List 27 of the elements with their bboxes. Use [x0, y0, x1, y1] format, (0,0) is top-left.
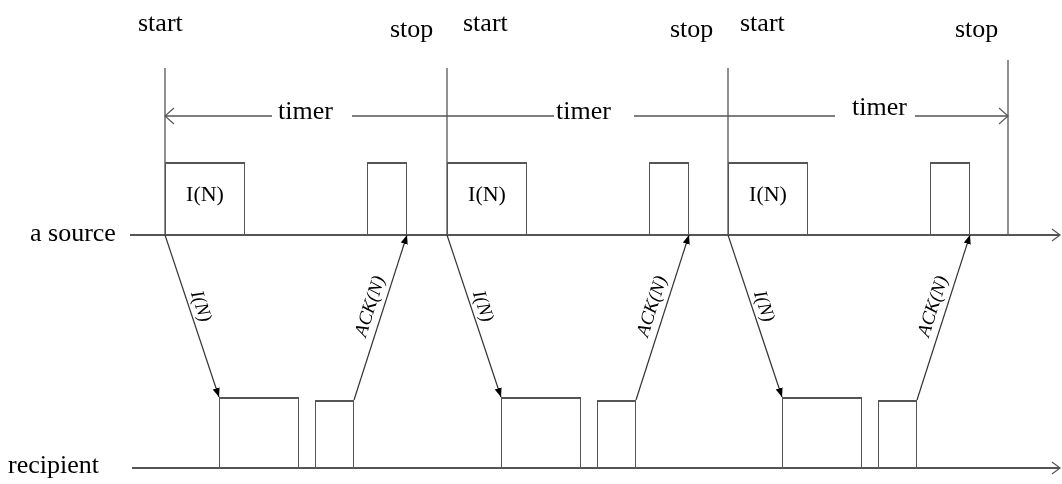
frame-box	[930, 162, 970, 235]
message-arrow	[727, 234, 783, 398]
message-arrow	[916, 234, 971, 401]
edge-label: ACK(N)	[912, 272, 951, 339]
message-arrow	[446, 234, 502, 398]
edge-label: I(N)	[751, 288, 779, 324]
frame-box	[447, 162, 527, 235]
frame-box	[597, 400, 636, 468]
frame-box	[219, 397, 299, 468]
frame-label: I(N)	[468, 182, 506, 205]
frame-box	[315, 400, 354, 468]
frame-box	[367, 162, 407, 235]
frame-box	[649, 162, 689, 235]
edge-label: ACK(N)	[631, 272, 670, 339]
frame-box	[728, 162, 808, 235]
frame-box	[165, 162, 245, 235]
message-arrow	[353, 234, 408, 401]
edge-label: I(N)	[188, 288, 216, 324]
frame-label: I(N)	[186, 182, 224, 205]
frame-box	[501, 397, 581, 468]
edge-label: I(N)	[470, 288, 498, 324]
frame-box	[782, 397, 862, 468]
edge-label: ACK(N)	[349, 272, 388, 339]
frame-box	[878, 400, 917, 468]
message-arrow	[635, 234, 690, 401]
frame-label: I(N)	[749, 182, 787, 205]
message-arrow	[164, 234, 220, 398]
